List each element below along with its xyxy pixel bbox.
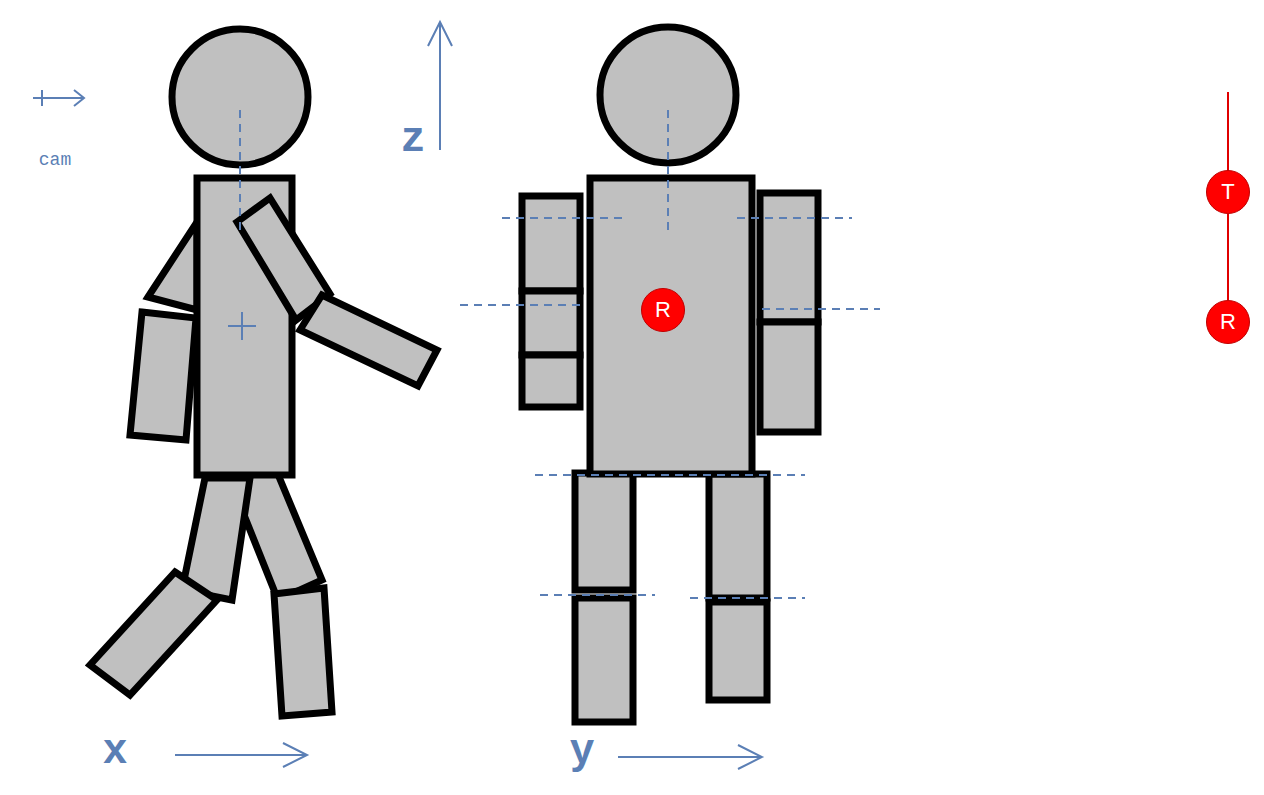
joint-circle: R (1206, 300, 1250, 344)
joint-label: R (1220, 311, 1236, 333)
bone-link (1228, 214, 1229, 300)
axis-label: cam (39, 151, 71, 169)
joint-label: R (655, 299, 671, 321)
axis-label: z (400, 119, 425, 161)
axis-label: x (102, 731, 127, 773)
joint-circle: T (1206, 170, 1250, 214)
joint-circle: R (641, 288, 685, 332)
joint-label: T (1221, 181, 1234, 203)
axis-label: y (569, 731, 594, 773)
